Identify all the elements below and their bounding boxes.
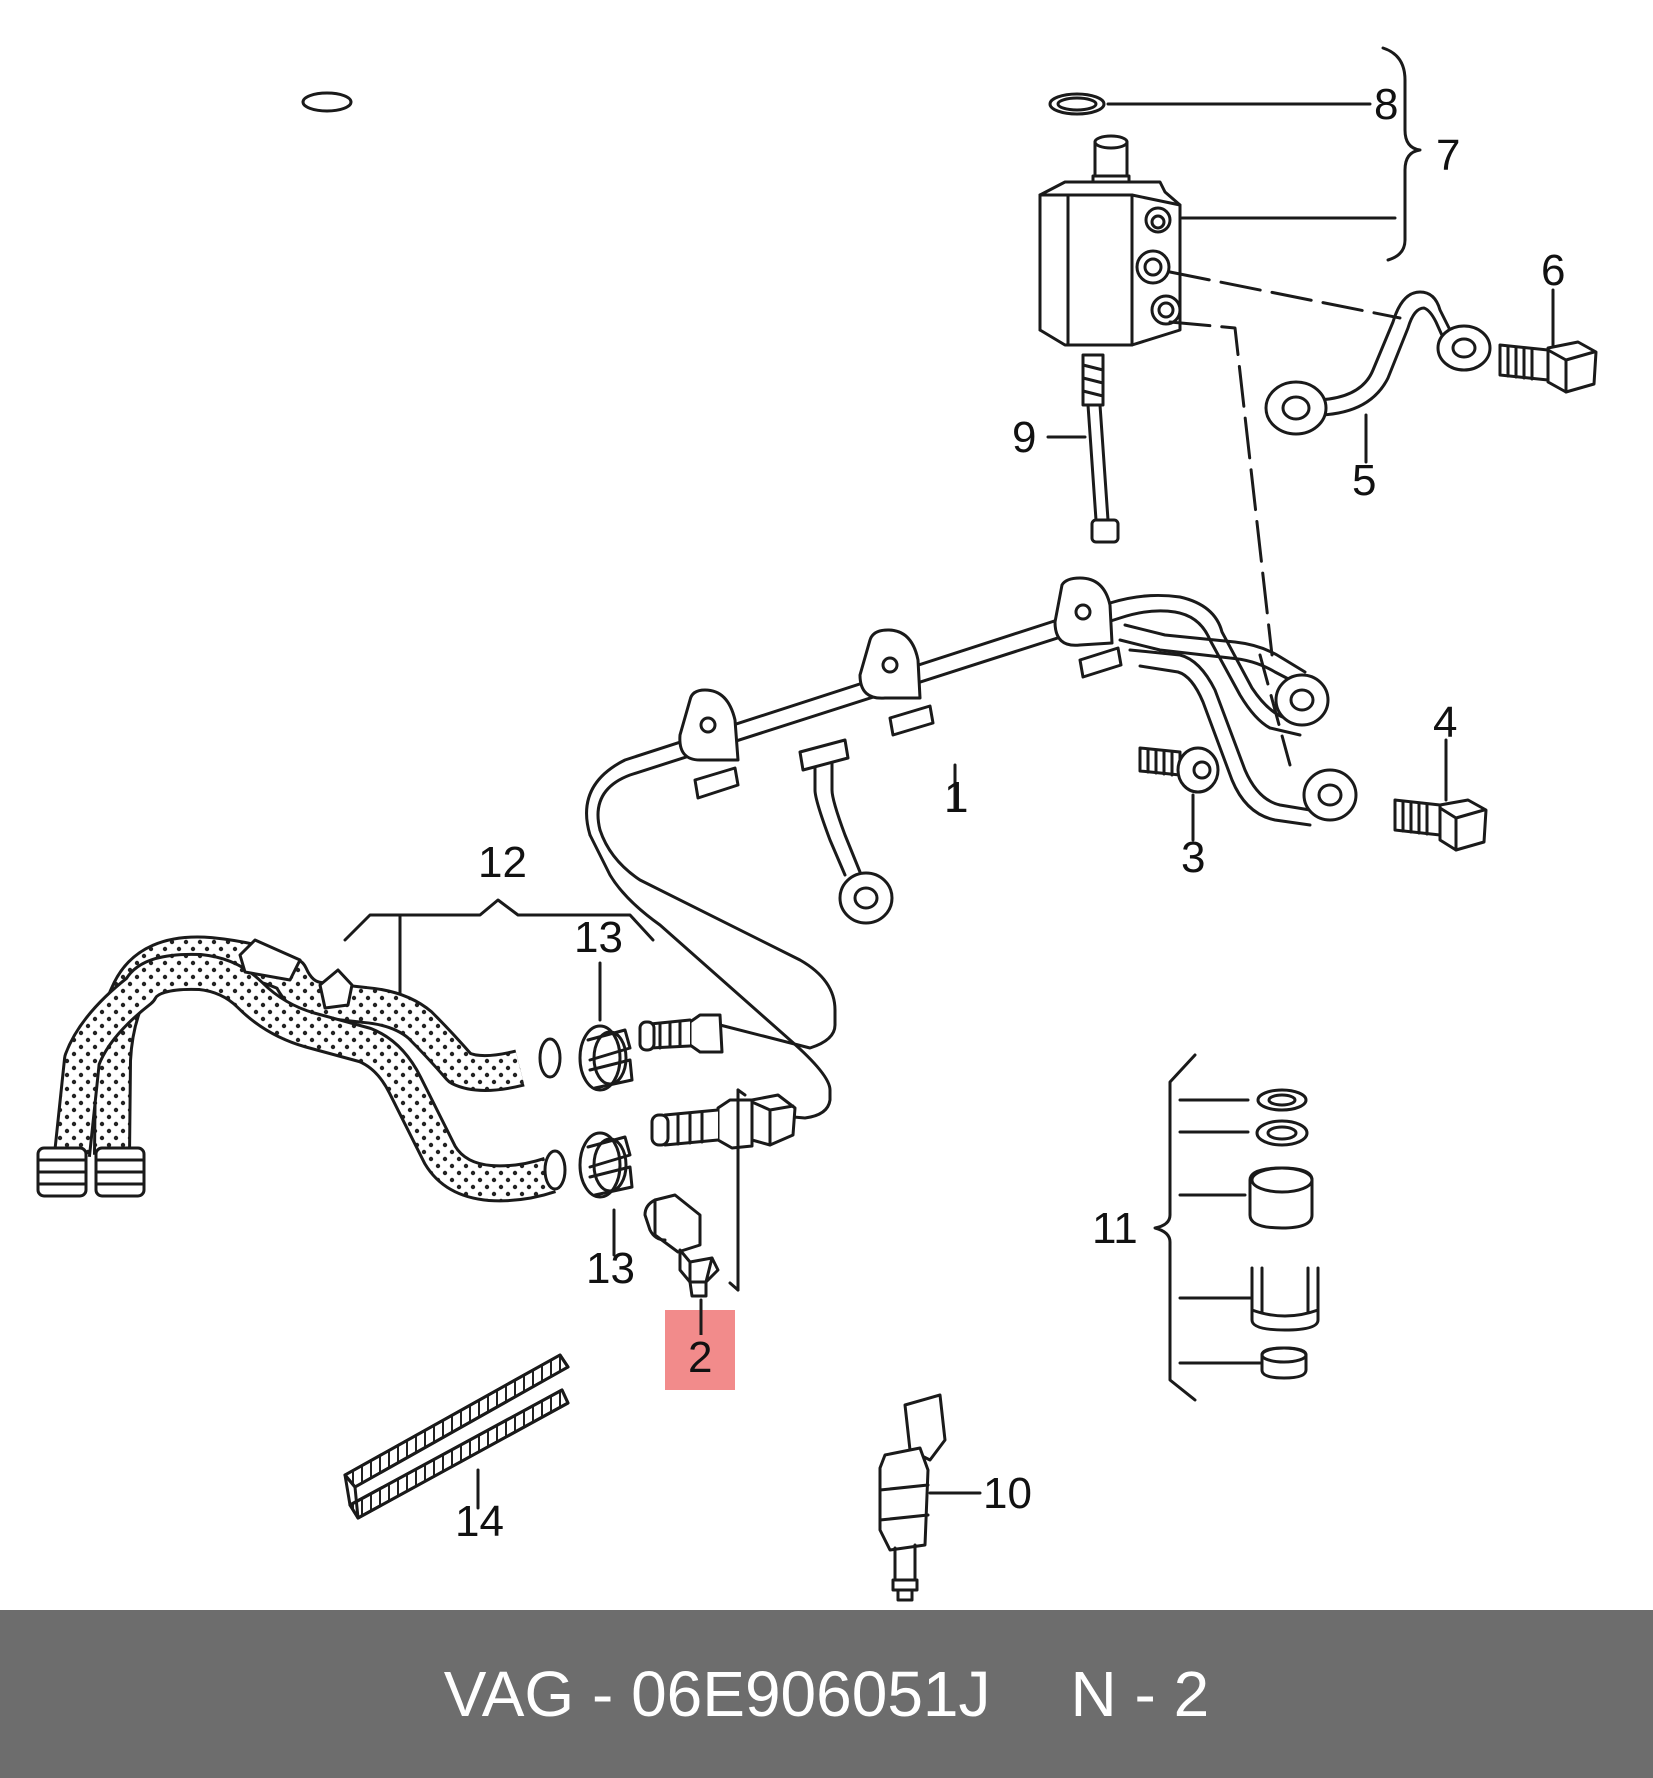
pressure-sensor-2 <box>643 1088 747 1327</box>
bolt-4 <box>1393 738 1488 852</box>
o-ring-8 <box>301 91 353 113</box>
callout-12: 12 <box>478 838 527 887</box>
injector-10 <box>878 1393 982 1602</box>
callout-3: 3 <box>1181 833 1205 882</box>
bolt-6 <box>1498 288 1598 394</box>
bolt-9 <box>1046 353 1120 544</box>
hose-clamp-13-lower <box>578 1131 634 1257</box>
seal-kit-11 <box>1153 1053 1320 1402</box>
bolt-3 <box>1138 746 1220 842</box>
hose-clamp-13-upper <box>578 961 634 1092</box>
callout-2: 2 <box>688 1333 712 1382</box>
callout-13-lower: 13 <box>586 1244 635 1293</box>
callout-8: 8 <box>1374 80 1398 129</box>
cable-ties-14 <box>343 1353 570 1520</box>
footer-part-number: VAG - 06E906051J <box>443 1658 991 1730</box>
callout-9: 9 <box>1012 413 1036 462</box>
callout-13-upper: 13 <box>574 913 623 962</box>
callout-labels: 1 2 3 4 5 6 7 8 9 10 11 12 13 13 14 <box>455 80 1565 1546</box>
callout-1: 1 <box>944 773 968 822</box>
footer-bar: VAG - 06E906051J N - 2 <box>0 1610 1653 1778</box>
pipe-5 <box>1168 270 1492 464</box>
parts-diagram: 1 2 3 4 5 6 7 8 9 10 11 12 13 13 14 <box>36 46 1598 1602</box>
callout-11: 11 <box>1092 1204 1138 1253</box>
callout-5: 5 <box>1352 456 1376 505</box>
callout-6: 6 <box>1541 246 1565 295</box>
footer-position: N - 2 <box>1070 1658 1210 1730</box>
callout-14: 14 <box>455 1497 504 1546</box>
supply-pipes <box>588 828 837 1150</box>
fuel-hoses-12 <box>36 898 655 1203</box>
callout-4: 4 <box>1433 698 1457 747</box>
fuel-rail-1 <box>585 576 1358 925</box>
callout-7: 7 <box>1436 131 1460 180</box>
pressure-block-assembly <box>301 46 1422 347</box>
callout-10: 10 <box>983 1469 1032 1518</box>
